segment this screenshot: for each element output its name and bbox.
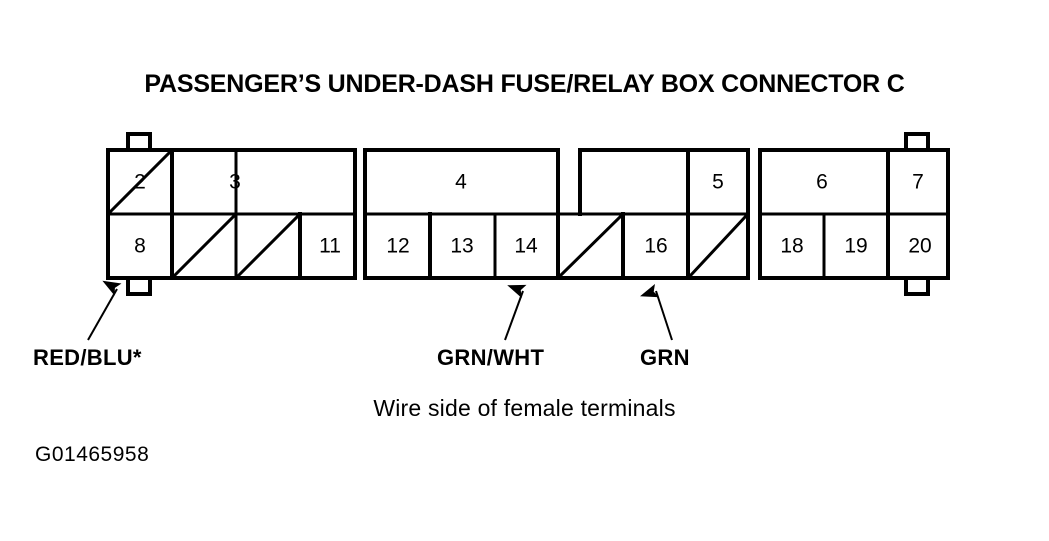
terminal-label-14: 14 (514, 234, 538, 258)
wire-callout-grn: GRN (640, 345, 690, 370)
terminal-label-7: 7 (912, 170, 924, 194)
terminal-label-4: 4 (455, 170, 467, 194)
terminal-label-8: 8 (134, 234, 146, 258)
arrow-grn (640, 283, 673, 341)
connector-body: 2 3 4 5 6 7 8 11 12 13 14 16 18 19 20 (106, 132, 950, 296)
terminal-label-16: 16 (644, 234, 668, 258)
terminal-label-5: 5 (712, 170, 724, 194)
terminal-label-2: 2 (134, 170, 146, 194)
diagram-title: PASSENGER’S UNDER-DASH FUSE/RELAY BOX CO… (144, 70, 905, 98)
terminal-label-20: 20 (908, 234, 932, 258)
arrow-grn-wht (504, 284, 527, 341)
figure-code: G01465958 (35, 443, 150, 466)
terminal-label-19: 19 (844, 234, 868, 258)
wire-callout-red-blu: RED/BLU* (33, 345, 142, 370)
arrow-red-blu (87, 280, 122, 341)
terminal-label-3: 3 (229, 170, 241, 194)
terminal-label-11: 11 (319, 234, 341, 258)
terminal-label-18: 18 (780, 234, 804, 258)
wire-callout-grn-wht: GRN/WHT (437, 345, 545, 370)
terminal-label-6: 6 (816, 170, 828, 194)
terminal-label-12: 12 (386, 234, 410, 258)
diagram-caption: Wire side of female terminals (373, 395, 676, 421)
terminal-label-13: 13 (450, 234, 474, 258)
connector-outline-svg (106, 132, 950, 296)
